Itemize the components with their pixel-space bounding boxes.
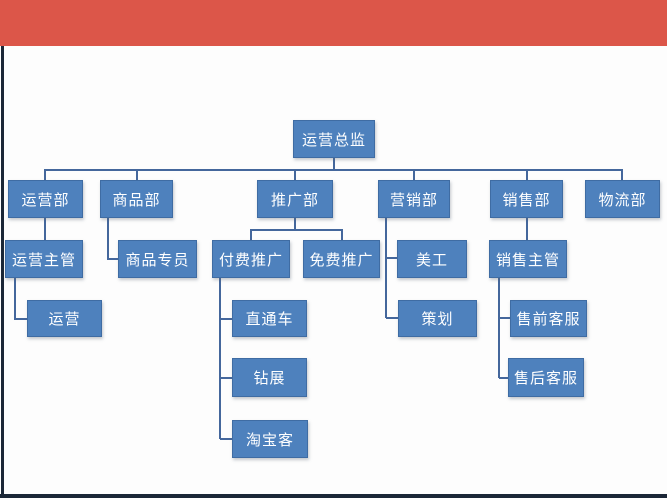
connector-product-branch: [107, 218, 119, 260]
node-taobaoke: 淘宝客: [232, 420, 308, 458]
node-zhitongche: 直通车: [232, 300, 307, 337]
node-product-specialist: 商品专员: [118, 240, 197, 278]
node-logistics-dept: 物流部: [585, 180, 660, 218]
node-promotion-dept: 推广部: [257, 180, 333, 218]
connector-promotion-branch: [219, 218, 343, 440]
node-paid-promotion: 付费推广: [212, 240, 290, 278]
node-zuanzhan: 钻展: [232, 358, 307, 397]
node-marketing-dept: 营销部: [378, 180, 450, 218]
top-banner: [0, 0, 667, 46]
node-operations-director: 运营总监: [293, 120, 375, 158]
node-operations-staff: 运营: [27, 300, 102, 337]
node-designer: 美工: [397, 240, 467, 278]
bottom-edge-line: [0, 494, 667, 498]
node-sales-dept: 销售部: [490, 180, 563, 218]
node-aftersale-service: 售后客服: [508, 358, 584, 397]
node-presale-service: 售前客服: [510, 300, 587, 337]
connector-root-to-departments: [44, 157, 623, 181]
connector-operations-branch: [14, 218, 46, 320]
node-product-dept: 商品部: [100, 180, 173, 218]
connector-sales-branch: [498, 218, 528, 379]
node-planning: 策划: [398, 300, 477, 337]
left-edge-line: [1, 46, 4, 497]
node-free-promotion: 免费推广: [303, 240, 380, 278]
node-operations-dept: 运营部: [8, 180, 83, 218]
node-sales-supervisor: 销售主管: [489, 240, 567, 278]
node-operations-supervisor: 运营主管: [5, 240, 83, 278]
connector-marketing-branch: [385, 218, 399, 319]
